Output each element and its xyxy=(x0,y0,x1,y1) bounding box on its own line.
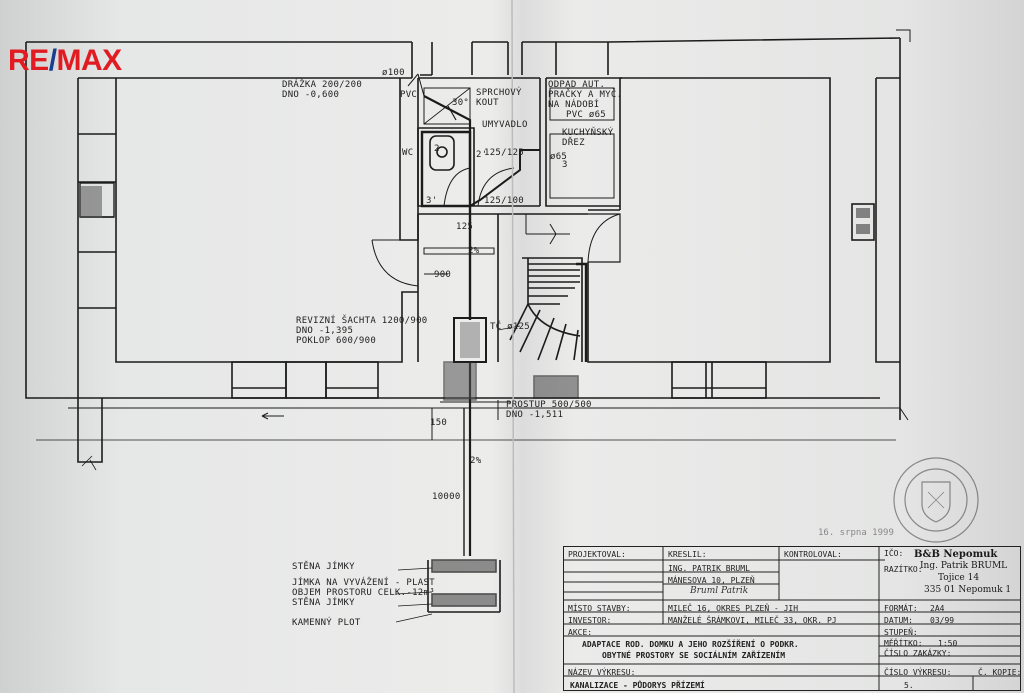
tb-author-1: ING. PATRIK BRUML xyxy=(668,564,750,573)
label-125-100: 125/100 xyxy=(484,196,525,206)
tb-ico: IČO: xyxy=(884,549,904,558)
label-150: 150 xyxy=(430,418,448,428)
tb-nazev-label: NÁZEV VÝKRESU: xyxy=(568,668,636,677)
tb-meritko-value: 1:50 xyxy=(938,639,958,648)
tb-stamp-2: Ing. Patrik BRUML xyxy=(920,561,1008,571)
label-30deg: 30° xyxy=(452,98,470,108)
label-3: 3 xyxy=(562,160,568,170)
tb-kopie-label: Č. KOPIE: xyxy=(978,668,1022,677)
tb-akce-label: AKCE: xyxy=(568,628,593,637)
label-odpad-3: NA NÁDOBÍ xyxy=(548,100,600,110)
label-grade-2: 2% xyxy=(470,456,482,466)
tb-datum-label: DATUM: xyxy=(884,616,913,625)
tb-nazev-value: KANALIZACE - PŮDORYS PŘÍZEMÍ xyxy=(570,681,705,690)
label-pvc: PVC xyxy=(400,90,418,100)
tb-misto-value: MILEČ 16, OKRES PLZEŇ - JIH xyxy=(668,604,799,613)
label-odpad-1: ODPAD AUT. xyxy=(548,80,606,90)
tb-format-value: 2A4 xyxy=(930,604,945,613)
label-dno-1511: DNO -1,511 xyxy=(506,410,564,420)
label-jimka-1: JÍMKA NA VYVÁŽENÍ - PLAST xyxy=(292,578,435,588)
label-2b: 2' xyxy=(476,150,488,160)
tb-projektoval: PROJEKTOVAL: xyxy=(568,550,626,559)
title-block: PROJEKTOVAL: KRESLIL: KONTROLOVAL: IČO: … xyxy=(563,546,1021,691)
tb-razitko: RAZÍTKO: xyxy=(884,565,923,574)
label-kuchynsky: KUCHYŇSKÝ xyxy=(562,128,614,138)
label-dno-1395: DNO -1,395 xyxy=(296,326,354,336)
tb-format-label: FORMÁT: xyxy=(884,604,918,613)
office-seal xyxy=(893,457,979,543)
label-tc: TČ ø125 xyxy=(490,322,531,332)
tb-datum-value: 03/99 xyxy=(930,616,955,625)
date-stamp: 16. srpna 1999 xyxy=(818,528,894,538)
label-wc: WC xyxy=(402,148,414,158)
tb-investor-label: INVESTOR: xyxy=(568,616,612,625)
label-umyvadlo: UMYVADLO xyxy=(482,120,528,130)
tb-akce-value-2: OBYTNÉ PROSTORY SE SOCIÁLNÍM ZAŘÍZENÍM xyxy=(602,651,786,660)
label-3b: 3' xyxy=(426,196,438,206)
label-stena-2: STĚNA JÍMKY xyxy=(292,598,355,608)
label-d100: ø100 xyxy=(382,68,405,78)
tb-meritko-label: MĚŘÍTKO: xyxy=(884,639,923,648)
label-sprchovy: SPRCHOVÝ xyxy=(476,88,522,98)
label-2: 2 xyxy=(434,144,440,154)
label-d65: ø65 xyxy=(550,152,568,162)
remax-logo: RE/MAX xyxy=(8,44,122,77)
label-plot: KAMENNÝ PLOT xyxy=(292,618,361,628)
tb-akce-value-1: ADAPTACE ROD. DOMKU A JEHO ROZŠÍŘENÍ O P… xyxy=(582,640,799,649)
tb-stamp-4: 335 01 Nepomuk 1 xyxy=(924,585,1012,595)
label-prostup: PROSTUP 500/500 xyxy=(506,400,592,410)
label-drazka: DRÁŽKA 200/200 xyxy=(282,80,363,90)
label-125: 125 xyxy=(456,222,474,232)
label-dno-600: DNO -0,600 xyxy=(282,90,340,100)
title-block-grid xyxy=(563,546,1021,691)
tb-kreslil: KRESLIL: xyxy=(668,550,707,559)
tb-misto-label: MÍSTO STAVBY: xyxy=(568,604,631,613)
label-jimka-2: OBJEM PROSTORU CELK.-12m³ xyxy=(292,588,435,598)
tb-kontroloval: KONTROLOVAL: xyxy=(784,550,842,559)
tb-signature: Bruml Patrik xyxy=(690,586,749,596)
label-900: 900 xyxy=(434,270,452,280)
tb-stamp-3: Tojice 14 xyxy=(938,573,980,583)
label-125-125: 125/125 xyxy=(484,148,525,158)
label-poklop: POKLOP 600/900 xyxy=(296,336,377,346)
label-revizni: REVIZNÍ ŠACHTA 1200/900 xyxy=(296,316,428,326)
label-10000: 10000 xyxy=(432,492,461,502)
label-grade: 2% xyxy=(468,246,480,256)
tb-cislo-zakazky: ČÍSLO ZAKÁZKY: xyxy=(884,649,952,658)
label-kout: KOUT xyxy=(476,98,499,108)
label-pvc65: PVC ø65 xyxy=(566,110,607,120)
tb-investor-value: MANŽELÉ ŠRÁMKOVI, MILEČ 33, OKR. PJ xyxy=(668,616,837,625)
label-drez: DŘEZ xyxy=(562,138,585,148)
tb-cislo-vykresu-value: 5. xyxy=(904,681,914,690)
label-stena-1: STĚNA JÍMKY xyxy=(292,562,355,572)
tb-cislo-vykresu-label: ČÍSLO VÝKRESU: xyxy=(884,668,952,677)
label-odpad-2: PRAČKY A MYČ. xyxy=(548,90,623,100)
tb-stupen-label: STUPEŇ: xyxy=(884,628,918,637)
tb-stamp-1: B&B Nepomuk xyxy=(914,549,998,560)
tb-author-2: MÁNESOVA 10, PLZEŇ xyxy=(668,576,755,585)
